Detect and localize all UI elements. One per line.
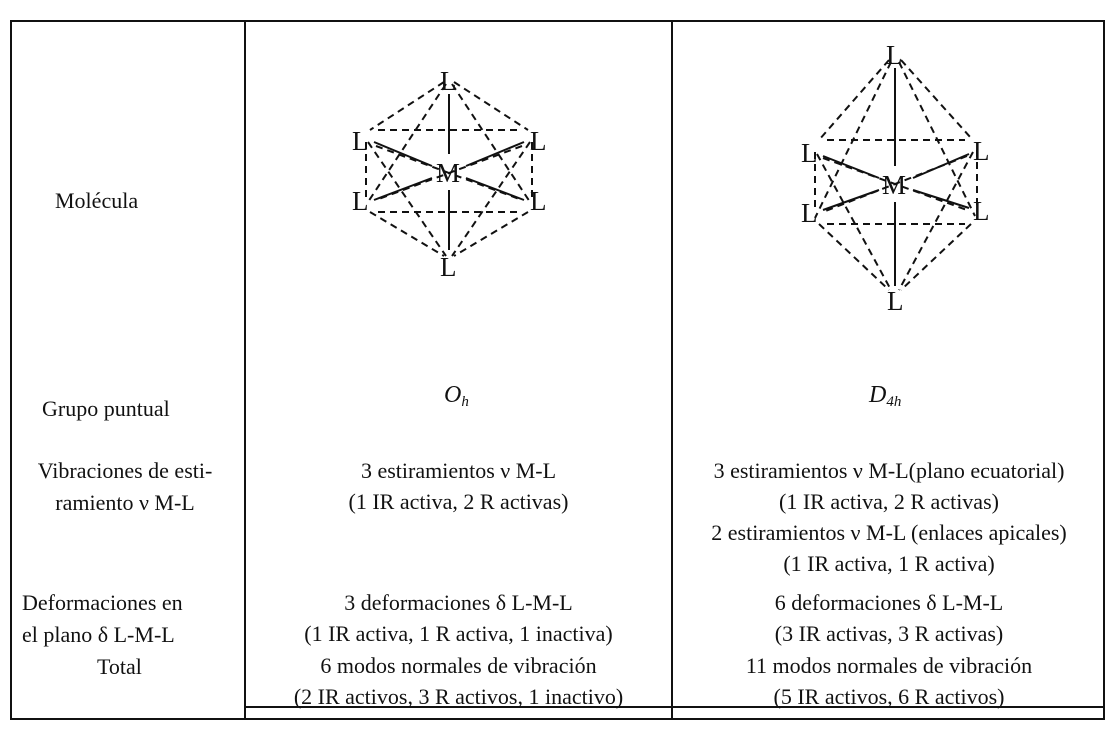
d4h-deformations: 6 deformaciones δ L-M-L (3 IR activas, 3… — [673, 587, 1105, 649]
bond-upper-right — [465, 141, 525, 167]
d4h-stretching-line-4: (1 IR activa, 1 R activa) — [783, 551, 995, 576]
oh-stretching-line-2: (1 IR activa, 2 R activas) — [348, 489, 569, 514]
edge-dashed — [900, 59, 972, 139]
edge-dashed — [900, 223, 972, 291]
row-label-stretching-line-1: Vibraciones de esti- — [37, 458, 213, 483]
bond-lower-right — [912, 189, 970, 209]
row-label-molecule: Molécula — [55, 188, 139, 213]
oh-deformations-line-2: (1 IR activa, 1 R activa, 1 inactiva) — [304, 621, 613, 646]
edge-dashed — [816, 153, 892, 291]
edge-dashed — [367, 83, 447, 203]
row-label-stretching-line-2: ramiento ν M-L — [55, 490, 195, 515]
edge-dashed — [818, 223, 890, 291]
edge-dashed — [453, 211, 529, 257]
ligand-lower-right: L — [530, 186, 547, 216]
edge-dashed — [818, 59, 890, 141]
table-frame — [10, 20, 1105, 720]
d4h-total-line-2: (5 IR activos, 6 R activos) — [773, 684, 1005, 709]
oh-deformations-line-1: 3 deformaciones δ L-M-L — [344, 590, 573, 615]
row-label-deformations-line-2: el plano δ L-M-L — [22, 622, 175, 647]
edge-dashed — [453, 81, 529, 131]
d4h-stretching-line-3: 2 estiramientos ν M-L (enlaces apicales) — [711, 520, 1067, 545]
ligand-bottom: L — [887, 286, 904, 316]
oh-total: 6 modos normales de vibración (2 IR acti… — [246, 650, 671, 712]
oh-stretching: 3 estiramientos ν M-L (1 IR activa, 2 R … — [246, 455, 671, 517]
point-group-oh-sub: h — [461, 394, 469, 410]
point-group-d4h: D4h — [869, 382, 901, 411]
ligand-lower-right: L — [973, 196, 990, 226]
edge-dashed — [369, 81, 445, 131]
tetragonal-molecule-diagram: L L L L L L M — [801, 40, 990, 316]
point-group-d4h-sub: 4h — [886, 394, 902, 410]
point-group-oh-main: O — [444, 382, 462, 408]
row-label-deformations-line-1: Deformaciones en — [22, 590, 183, 615]
row-label-deformations: Deformaciones en el plano δ L-M-L — [22, 587, 183, 651]
d4h-stretching: 3 estiramientos ν M-L(plano ecuatorial) … — [673, 455, 1105, 579]
ligand-top: L — [886, 40, 903, 70]
metal-center: M — [436, 158, 460, 188]
oh-total-line-2: (2 IR activos, 3 R activos, 1 inactivo) — [293, 684, 624, 709]
edge-dashed — [367, 141, 447, 257]
point-group-d4h-main: D — [869, 382, 887, 408]
row-label-point-group: Grupo puntual — [42, 396, 170, 421]
column-divider-1 — [244, 20, 246, 720]
ligand-bottom: L — [440, 252, 457, 282]
row-label-total: Total — [97, 654, 142, 679]
ligand-upper-right: L — [973, 136, 990, 166]
bond-lower-left — [822, 189, 880, 211]
edge-dashed — [451, 141, 531, 257]
edge-dashed — [369, 211, 445, 257]
bottom-rule — [244, 706, 1105, 708]
oh-total-line-1: 6 modos normales de vibración — [320, 653, 597, 678]
ligand-top: L — [440, 66, 457, 96]
d4h-total: 11 modos normales de vibración (5 IR act… — [673, 650, 1105, 712]
bond-upper-left — [373, 141, 433, 167]
oh-stretching-line-1: 3 estiramientos ν M-L — [360, 458, 557, 483]
d4h-deformations-line-2: (3 IR activas, 3 R activas) — [774, 621, 1004, 646]
row-label-stretching: Vibraciones de esti- ramiento ν M-L — [20, 455, 230, 519]
edge-dashed — [375, 145, 523, 201]
d4h-deformations-line-1: 6 deformaciones δ L-M-L — [774, 590, 1004, 615]
d4h-stretching-line-2: (1 IR activa, 2 R activas) — [779, 489, 999, 514]
point-group-oh: Oh — [444, 382, 469, 411]
ligand-upper-right: L — [530, 126, 547, 156]
edge-dashed — [822, 155, 968, 213]
ligand-lower-left: L — [801, 198, 818, 228]
ligand-upper-left: L — [801, 138, 818, 168]
edge-dashed — [898, 151, 974, 291]
d4h-stretching-line-1: 3 estiramientos ν M-L(plano ecuatorial) — [713, 458, 1065, 483]
metal-center: M — [882, 170, 906, 200]
edge-dashed — [451, 83, 531, 203]
oh-deformations: 3 deformaciones δ L-M-L (1 IR activa, 1 … — [246, 587, 671, 649]
d4h-total-line-1: 11 modos normales de vibración — [745, 653, 1033, 678]
column-divider-2 — [671, 20, 673, 720]
ligand-upper-left: L — [352, 126, 369, 156]
ligand-lower-left: L — [352, 186, 369, 216]
octahedral-molecule-diagram: L L L L L L M — [352, 66, 547, 282]
